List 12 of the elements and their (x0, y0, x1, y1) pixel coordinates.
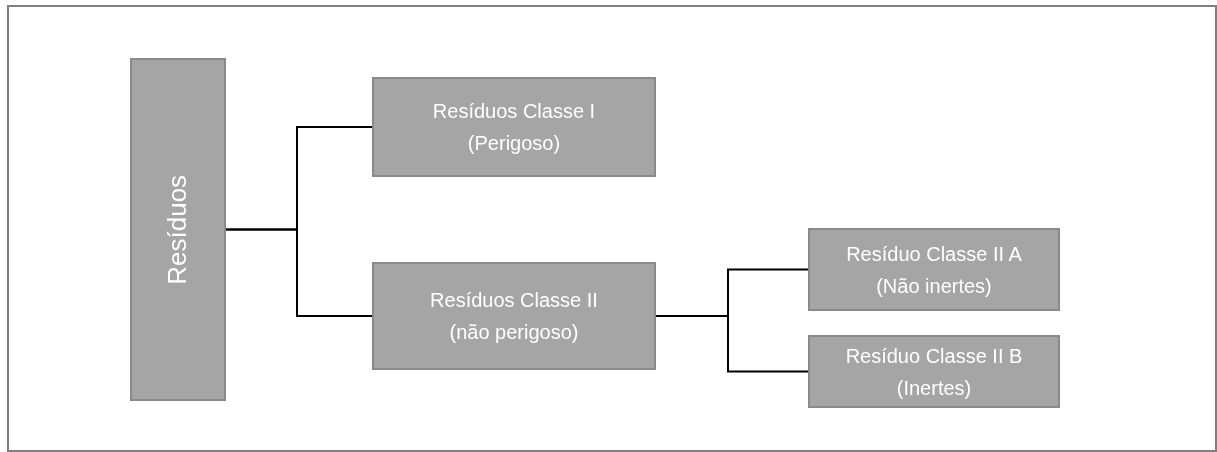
connector-line (655, 315, 809, 373)
box-label: Resíduo Classe II B (Inertes) (844, 343, 1024, 401)
class-box (130, 58, 226, 401)
class-box (372, 77, 656, 177)
connector-line (225, 228, 373, 317)
box-label: Resíduos (161, 174, 194, 285)
box-label: Resíduos Classe II (não perigoso) (429, 288, 599, 345)
class-box (372, 262, 656, 370)
class-box (808, 228, 1060, 311)
class-box (808, 335, 1060, 408)
box-label: Resíduo Classe II A (Não inertes) (845, 241, 1023, 299)
box-label: Resíduos Classe I (Perigoso) (431, 99, 597, 156)
